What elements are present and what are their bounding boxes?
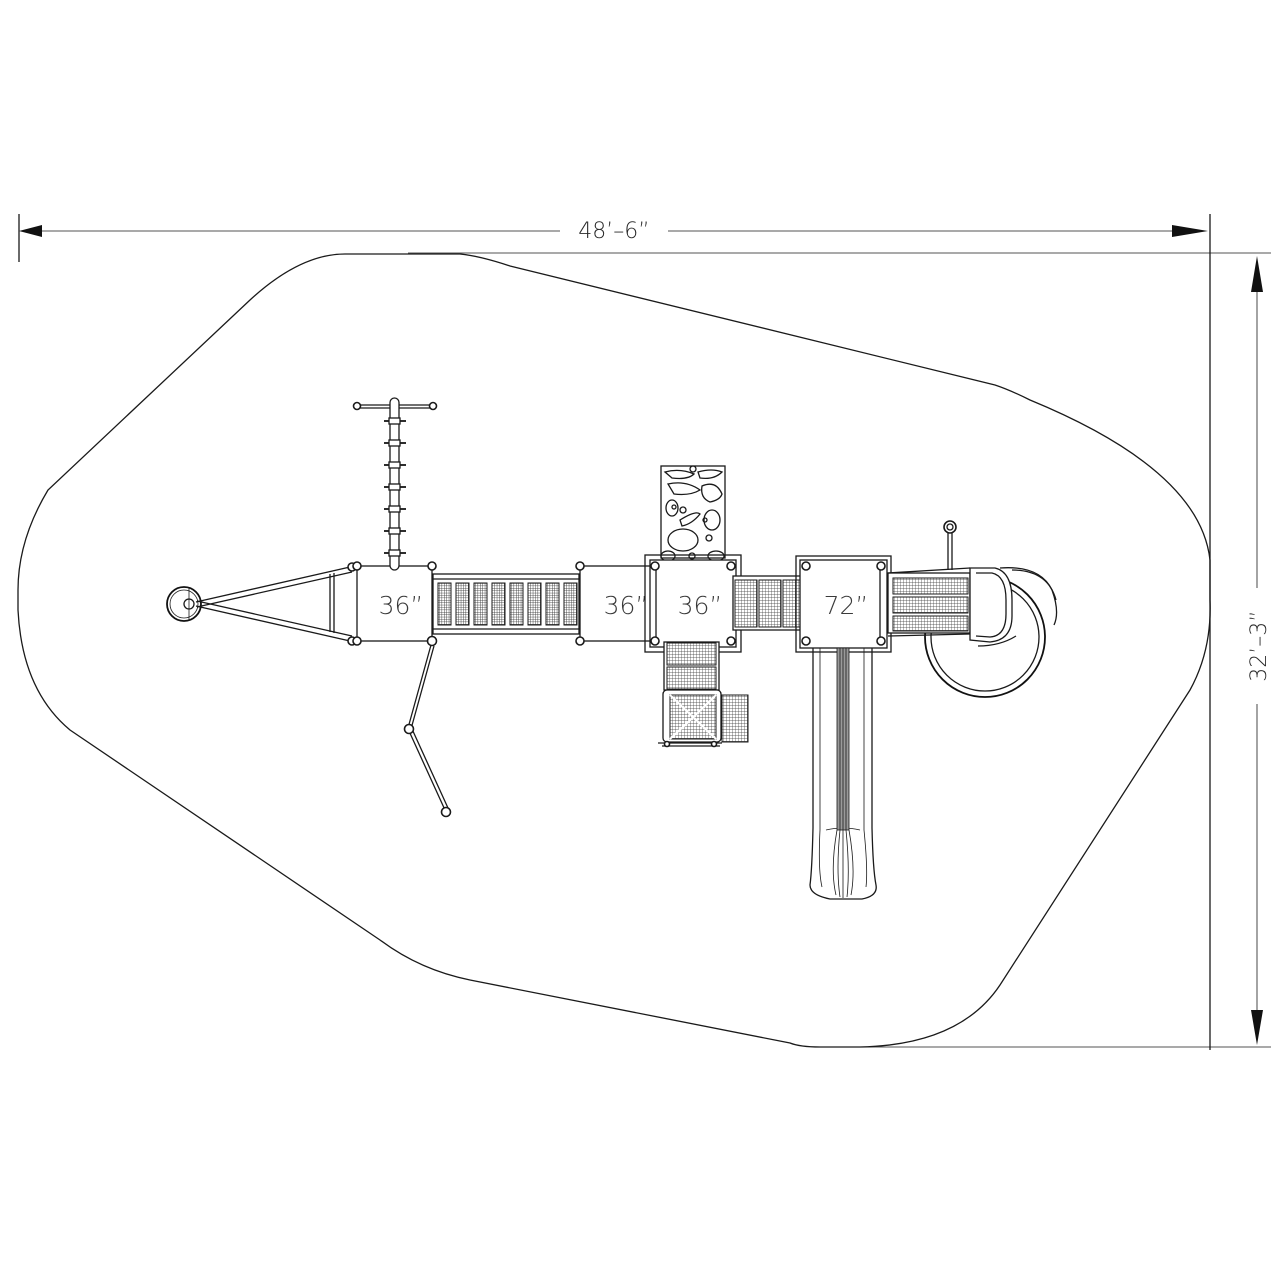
deck-1: 36” bbox=[352, 561, 438, 647]
width-label: 48’–6” bbox=[578, 219, 649, 244]
firemans-pole bbox=[943, 520, 957, 570]
horizontal-ladder-with-rungs bbox=[352, 397, 438, 571]
depth-dimension: 32’–3” bbox=[408, 252, 1271, 1048]
rock-climbing-wall bbox=[660, 465, 726, 562]
spiral-slide bbox=[887, 567, 1058, 698]
arrow-up-icon bbox=[1251, 256, 1263, 292]
arrow-left-icon bbox=[19, 225, 42, 237]
deck-2: 36” bbox=[575, 561, 657, 646]
step-platform-with-entry bbox=[658, 641, 749, 748]
steering-wheel-panel bbox=[166, 586, 202, 622]
deck-2-height: 36” bbox=[604, 591, 649, 620]
deck-4: 72” bbox=[795, 555, 892, 653]
mesh-bridge bbox=[432, 573, 580, 635]
a-frame-ladder bbox=[195, 562, 357, 646]
depth-label: 32’–3” bbox=[1247, 610, 1271, 681]
arrow-down-icon bbox=[1251, 1010, 1263, 1045]
deck-4-height: 72” bbox=[824, 591, 869, 620]
ladder-rungs bbox=[384, 417, 406, 557]
arrow-right-icon bbox=[1172, 225, 1208, 237]
deck-1-height: 36” bbox=[379, 591, 424, 620]
deck-3: 36” bbox=[644, 554, 742, 653]
straight-wave-slide bbox=[809, 647, 877, 900]
safety-surface-boundary bbox=[17, 253, 1211, 1048]
chain-climber bbox=[403, 644, 452, 818]
width-dimension: 48’–6” bbox=[18, 214, 1211, 1050]
deck-3-height: 36” bbox=[678, 591, 723, 620]
slide-bed bbox=[832, 647, 854, 898]
steering-wheel-icon bbox=[166, 586, 202, 622]
